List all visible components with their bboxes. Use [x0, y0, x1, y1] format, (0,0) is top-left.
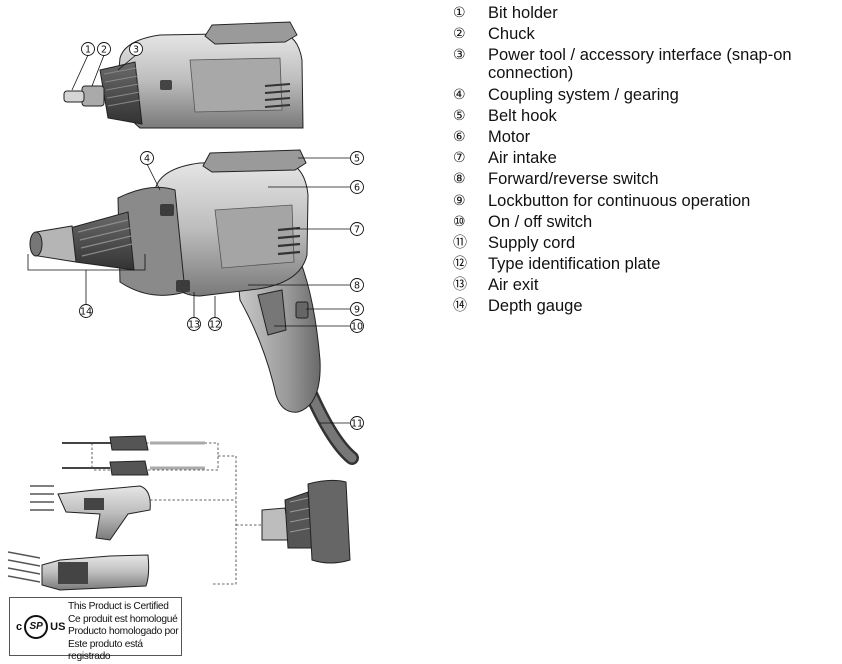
tool-top-view	[63, 21, 304, 129]
callout-1: 1	[71, 42, 95, 91]
tool-illustration: 1 2 3	[7, 21, 364, 591]
callout-13: 13	[187, 292, 201, 331]
callout-12: 12	[208, 296, 222, 331]
svg-text:2: 2	[101, 45, 107, 56]
svg-text:8: 8	[354, 281, 360, 292]
svg-text:6: 6	[354, 183, 360, 194]
callout-4: 4	[140, 151, 161, 191]
svg-text:5: 5	[354, 154, 360, 165]
callout-14: 14	[79, 304, 93, 318]
callout-7: 7	[296, 222, 364, 236]
callout-11: 11	[320, 416, 364, 430]
svg-text:7: 7	[354, 225, 360, 236]
svg-text:9: 9	[354, 305, 360, 316]
callout-2: 2	[91, 42, 111, 87]
callout-6: 6	[268, 180, 364, 194]
svg-text:11: 11	[351, 419, 363, 430]
svg-text:12: 12	[209, 320, 221, 331]
callout-3: 3	[117, 42, 143, 71]
callout-9: 9	[306, 302, 364, 316]
svg-text:3: 3	[133, 45, 139, 56]
callout-8: 8	[248, 278, 364, 292]
svg-text:10: 10	[351, 322, 363, 333]
certification-text: This Product is Certified Ce produit est…	[68, 601, 179, 662]
callout-10: 10	[274, 319, 364, 333]
svg-text:1: 1	[85, 45, 91, 56]
callout-5: 5	[298, 151, 364, 165]
svg-text:14: 14	[80, 307, 92, 318]
tool-main-view	[29, 149, 359, 465]
svg-text:4: 4	[144, 154, 150, 165]
svg-text:13: 13	[188, 320, 200, 331]
accessory-diagram	[7, 435, 351, 591]
